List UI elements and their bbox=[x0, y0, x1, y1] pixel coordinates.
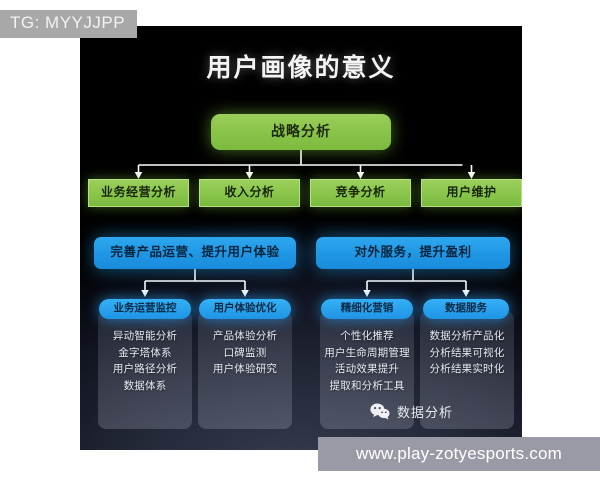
leaf-list-0: 异动智能分析金字塔体系用户路径分析数据体系 bbox=[90, 328, 200, 394]
leaf-item: 金字塔体系 bbox=[118, 346, 172, 359]
leaf-list-3: 数据分析产品化分析结果可视化分析结果实时化 bbox=[412, 328, 522, 378]
diagram-title: 用户画像的意义 bbox=[206, 54, 396, 82]
leaf-item: 用户生命周期管理 bbox=[324, 346, 410, 359]
leaf-item: 数据分析产品化 bbox=[429, 330, 505, 342]
node-level3-0[interactable]: 业务运营监控 bbox=[99, 299, 191, 319]
brand-block: 数据分析 bbox=[370, 402, 453, 421]
column-panel-3 bbox=[420, 311, 514, 429]
leaf-item: 产品体验分析 bbox=[212, 330, 278, 342]
column-panel-1 bbox=[198, 311, 292, 429]
leaf-list-1: 产品体验分析口碑监测用户体验研究 bbox=[190, 328, 300, 378]
node-level3-1[interactable]: 用户体验优化 bbox=[199, 299, 291, 319]
leaf-item: 分析结果可视化 bbox=[429, 346, 505, 359]
column-panel-2 bbox=[320, 311, 414, 429]
leaf-item: 个性化推荐 bbox=[340, 330, 394, 342]
leaf-list-2: 个性化推荐用户生命周期管理活动效果提升提取和分析工具 bbox=[312, 328, 422, 394]
brand-name: 数据分析 bbox=[397, 405, 454, 420]
telegram-watermark: TG: MYYJJPP bbox=[0, 10, 138, 38]
node-level1-3[interactable]: 用户维护 bbox=[421, 179, 522, 207]
leaf-item: 数据体系 bbox=[123, 379, 167, 392]
node-level2-1[interactable]: 对外服务，提升盈利 bbox=[316, 237, 510, 269]
node-level1-0[interactable]: 业务经营分析 bbox=[88, 179, 189, 207]
wechat-icon bbox=[370, 403, 390, 420]
url-watermark: www.play-zotyesports.com bbox=[318, 437, 600, 471]
leaf-item: 提取和分析工具 bbox=[329, 379, 405, 392]
leaf-item: 用户路径分析 bbox=[112, 363, 178, 375]
leaf-item: 异动智能分析 bbox=[112, 330, 178, 342]
column-panel-0 bbox=[98, 311, 192, 429]
node-level3-3[interactable]: 数据服务 bbox=[423, 299, 509, 319]
node-root[interactable]: 战略分析 bbox=[211, 114, 391, 150]
node-level1-2[interactable]: 竞争分析 bbox=[310, 179, 411, 207]
leaf-item: 口碑监测 bbox=[223, 346, 267, 359]
diagram-panel: 用户画像的意义 bbox=[80, 26, 522, 450]
node-level2-0[interactable]: 完善产品运营、提升用户体验 bbox=[94, 237, 296, 269]
leaf-item: 活动效果提升 bbox=[334, 363, 400, 375]
leaf-item: 分析结果实时化 bbox=[429, 363, 505, 375]
leaf-item: 用户体验研究 bbox=[212, 363, 278, 375]
node-level1-1[interactable]: 收入分析 bbox=[199, 179, 300, 207]
node-level3-2[interactable]: 精细化营销 bbox=[321, 299, 413, 319]
